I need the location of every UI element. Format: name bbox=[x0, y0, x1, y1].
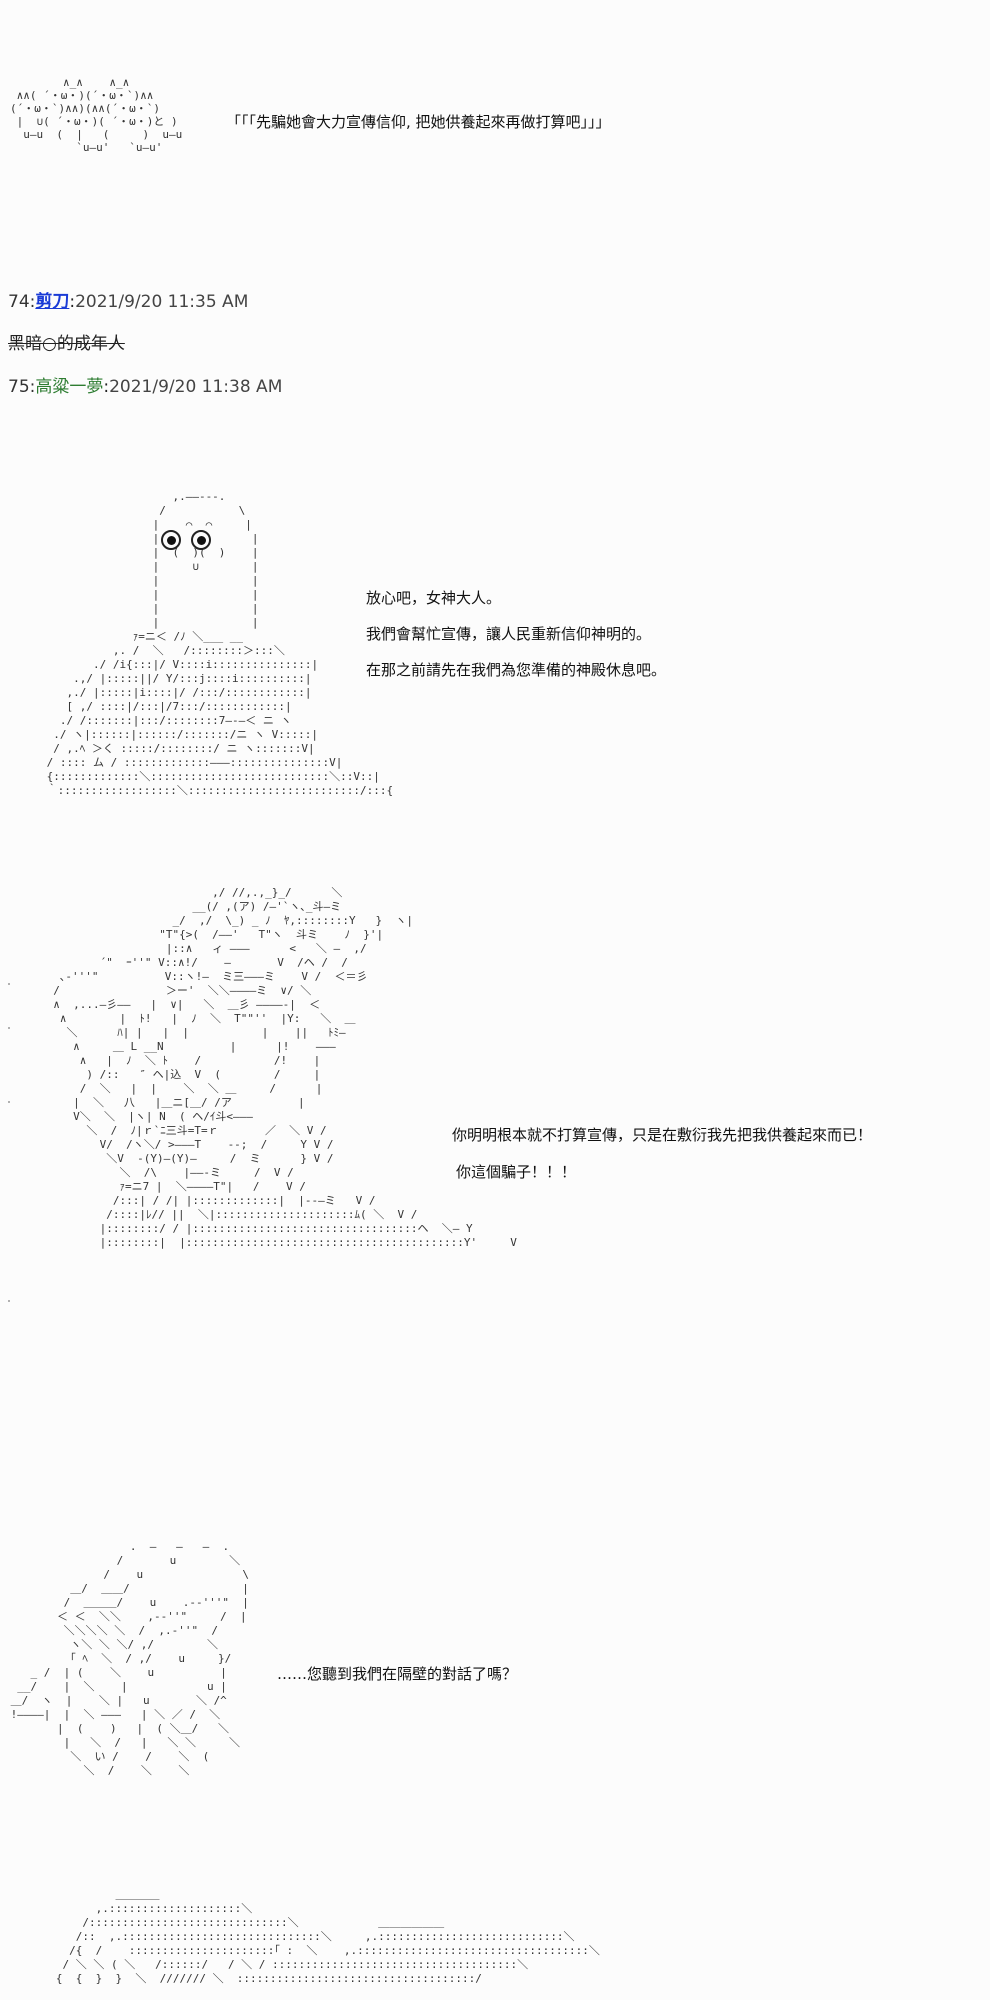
speed-line-dot bbox=[8, 1027, 10, 1029]
ascii-art-angry-girl: ,/ //,.,_}_/ ＼ __(/ ,(ア) /―'`ヽ､_斗―ミ _/ ,… bbox=[53, 886, 517, 1249]
post-datetime: 2021/9/20 11:35 AM bbox=[75, 292, 249, 312]
scene3-line-1: 你明明根本就不打算宣傳，只是在敷衍我先把我供養起來而已！ bbox=[452, 1126, 873, 1144]
scene4-line: ……您聽到我們在隔壁的對話了嗎？ bbox=[277, 1665, 518, 1683]
ascii-art-peeking-character: . ― ― ― . / u ＼ / u \ ＿/ ＿＿/ | / ＿＿＿/ u … bbox=[10, 1540, 250, 1777]
left-eye-icon bbox=[161, 530, 181, 550]
scene1-dialogue: 「「「先騙她會大力宣傳信仰, 把她供養起來再做打算吧」」」 bbox=[226, 113, 611, 131]
post-number: 74: bbox=[8, 292, 36, 312]
ascii-art-muscle-man: ,.――‐--. / \ | ⌒ ⌒ | | | | ( )( ) | | ∪ … bbox=[46, 490, 394, 797]
post-separator: : bbox=[103, 377, 110, 397]
post-separator: : bbox=[69, 292, 76, 312]
scene2-line-2: 我們會幫忙宣傳，讓人民重新信仰神明的。 bbox=[366, 625, 652, 643]
post-username-link[interactable]: 剪刀 bbox=[35, 292, 70, 312]
ascii-art-crowd: ∧_∧ ∧_∧ ∧∧( ´・ω・)(´・ω・`)∧∧ (´・ω・`)∧∧)(∧∧… bbox=[10, 76, 183, 154]
speed-line-dot bbox=[8, 1300, 10, 1302]
ascii-art-bottom-character: ＿＿＿＿ ,.::::::::::::::::::::＼ /::::::::::… bbox=[55, 1888, 600, 1985]
post-body-74: 黑暗○的成年人 bbox=[8, 334, 125, 354]
right-eye-icon bbox=[191, 530, 211, 550]
post-header-74: 74:剪刀:2021/9/20 11:35 AM bbox=[8, 287, 248, 312]
post-header-75: 75:高粱一夢:2021/9/20 11:38 AM bbox=[8, 372, 282, 397]
scene3-line-2: 你這個騙子！！！ bbox=[456, 1163, 577, 1181]
speed-line-dot bbox=[8, 983, 10, 985]
post-number: 75: bbox=[8, 377, 36, 397]
scene2-line-3: 在那之前請先在我們為您準備的神殿休息吧。 bbox=[366, 661, 667, 679]
scene2-line-1: 放心吧，女神大人。 bbox=[366, 589, 502, 607]
post-datetime: 2021/9/20 11:38 AM bbox=[109, 377, 283, 397]
speed-line-dot bbox=[8, 1101, 10, 1103]
post-username: 高粱一夢 bbox=[35, 377, 104, 397]
